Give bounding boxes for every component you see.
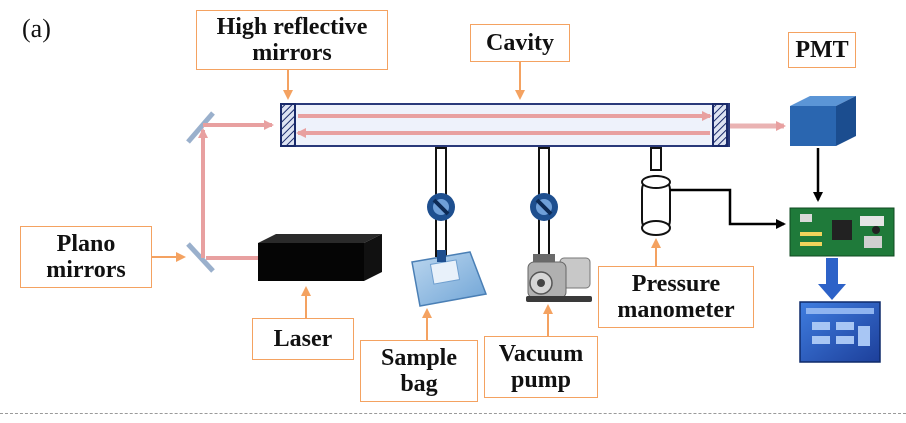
pressure-gauge-icon	[641, 175, 671, 236]
label-plano-mirrors: Plano mirrors	[20, 226, 152, 288]
label-cavity: Cavity	[470, 24, 570, 62]
panel-label: (a)	[22, 14, 51, 43]
label-pmt: PMT	[788, 32, 856, 68]
vacuum-pump-icon	[526, 254, 592, 302]
laser-box-icon	[258, 234, 382, 281]
label-laser: Laser	[252, 318, 354, 360]
computer-screen-icon	[799, 301, 881, 363]
board-to-screen-arrow	[818, 258, 846, 300]
panel-divider	[0, 413, 906, 414]
cavity-tube	[280, 103, 730, 147]
valve-icon	[427, 193, 455, 221]
right-high-reflective-mirror	[712, 103, 728, 147]
plano-mirror-top	[186, 111, 215, 144]
sample-bag-icon	[411, 250, 488, 307]
left-high-reflective-mirror	[280, 103, 296, 147]
label-vacuum-pump: Vacuum pump	[484, 336, 598, 398]
circuit-board-icon	[789, 207, 895, 257]
manometer-line-tube	[650, 147, 662, 171]
label-pressure-manometer: Pressure manometer	[598, 266, 754, 328]
manometer-signal-line	[670, 188, 786, 229]
valve-icon	[530, 193, 558, 221]
label-sample-bag: Sample bag	[360, 340, 478, 402]
label-high-reflective-mirrors: High reflective mirrors	[196, 10, 388, 70]
plano-mirror-bottom	[186, 242, 215, 273]
pmt-cube-icon	[790, 96, 856, 146]
